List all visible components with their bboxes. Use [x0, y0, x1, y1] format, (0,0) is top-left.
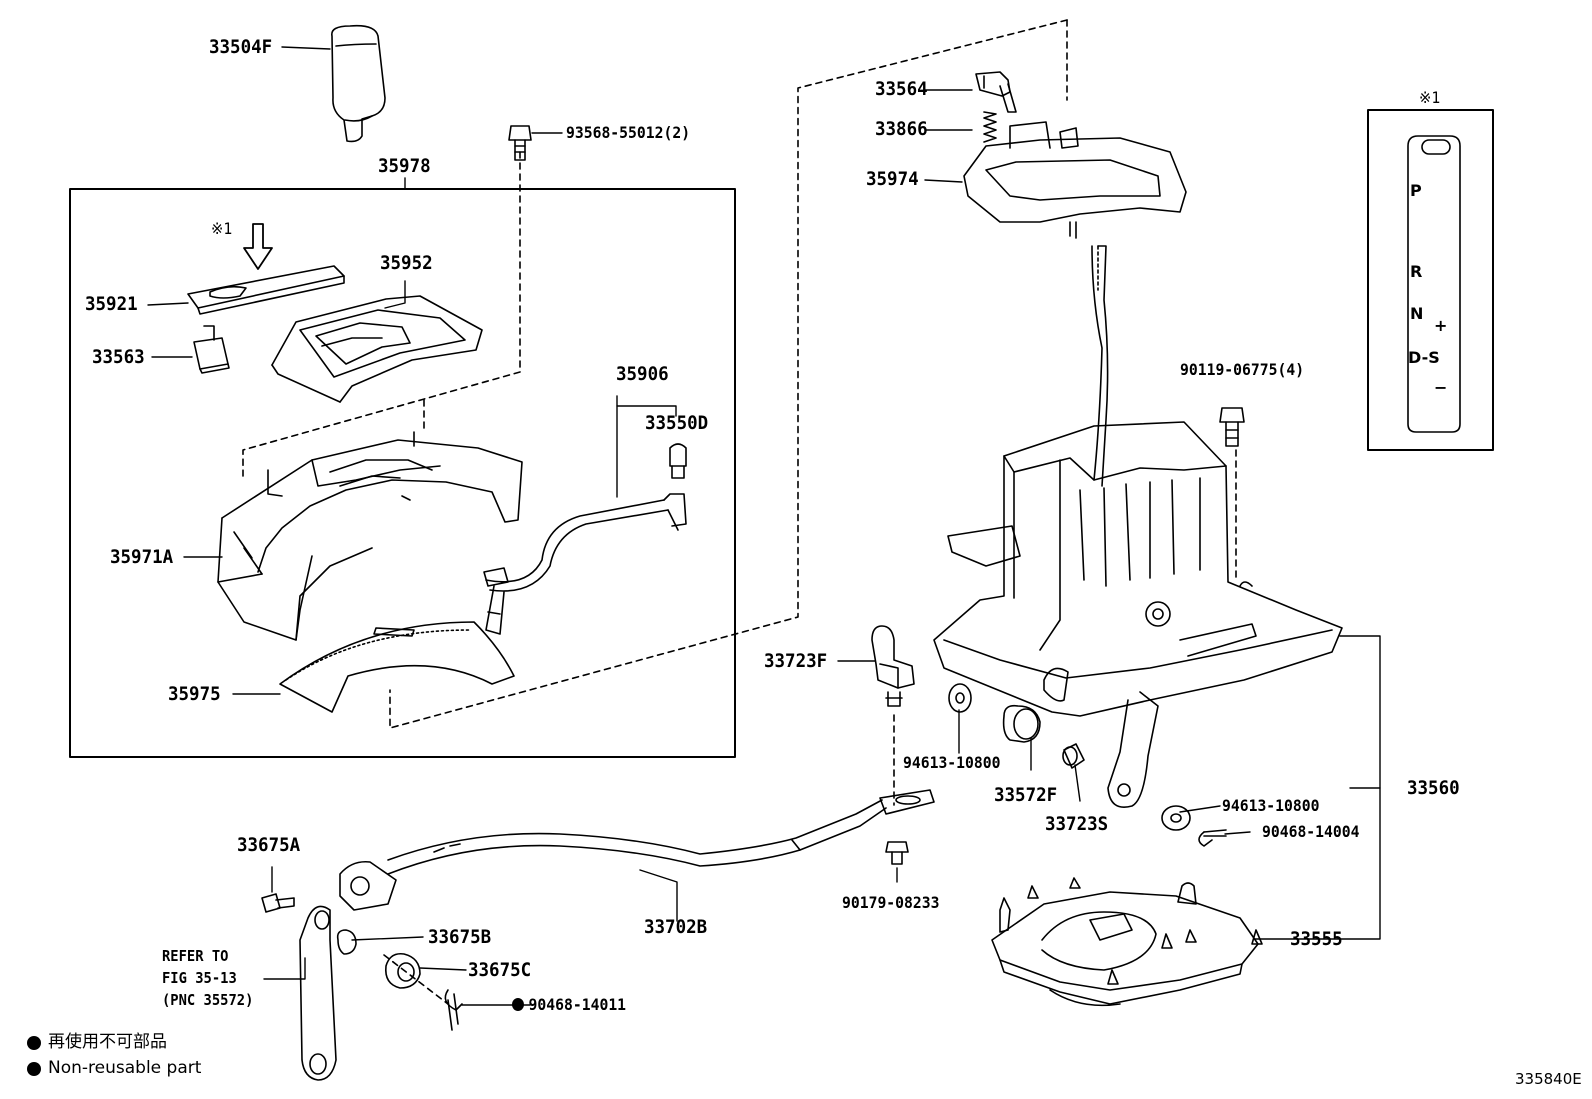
washer-94613-b: [1161, 805, 1191, 831]
part-label-33866: 33866: [875, 118, 928, 140]
reference-note: REFER TO FIG 35-13 (PNC 35572): [162, 945, 253, 1011]
part-label-35921: 35921: [85, 293, 138, 315]
retainer-90179: [885, 841, 909, 865]
shift-lever-base-33560: [933, 421, 1343, 808]
console-housing-35971A: [217, 431, 523, 641]
shift-lever-shaft: [1091, 245, 1109, 487]
part-label-90468-14004: 90468-14004: [1262, 822, 1360, 841]
gate-position-minus: −: [1434, 378, 1448, 397]
part-label-90179-08233: 90179-08233: [842, 893, 940, 912]
part-label-33675A: 33675A: [237, 834, 301, 856]
note-mark-inner: ※1: [211, 219, 233, 238]
reference-line-2: FIG 35-13: [162, 969, 237, 987]
part-label-35978: 35978: [378, 155, 431, 177]
washer-94613-a: [948, 683, 972, 713]
part-label-33550D: 33550D: [645, 412, 709, 434]
part-label-33723F: 33723F: [764, 650, 828, 672]
part-label-33563: 33563: [92, 346, 145, 368]
bushing-33675C: [384, 952, 421, 989]
reference-line-1: REFER TO: [162, 947, 229, 965]
reference-line-3: (PNC 35572): [162, 991, 254, 1009]
indicator-arrow: [243, 223, 273, 270]
figure-code: 335840E: [1515, 1070, 1582, 1088]
bolt-33675A: [261, 893, 295, 913]
control-cable-33702B: [339, 789, 935, 911]
gate-position-n: N: [1410, 304, 1424, 323]
legend-bullet-en: [27, 1062, 41, 1076]
gate-position-ds: D-S: [1408, 348, 1440, 367]
shift-boot-35975: [279, 621, 515, 713]
part-label-33675C: 33675C: [468, 959, 532, 981]
position-indicator-housing: [271, 295, 483, 403]
base-plate-33555: [991, 877, 1263, 1007]
bolt-90119: [1219, 407, 1245, 447]
legend-text-jp: 再使用不可部品: [48, 1032, 167, 1052]
bushing-33572F: [1002, 704, 1041, 743]
part-label-93568-55012: 93568-55012(2): [566, 123, 691, 142]
clip-90468-14004: [1198, 829, 1227, 847]
non-reusable-mark: [512, 998, 524, 1011]
note-mark-inset: ※1: [1419, 88, 1441, 107]
part-label-33572F: 33572F: [994, 784, 1058, 806]
legend-text-en: Non-reusable part: [48, 1058, 202, 1078]
part-label-35971A: 35971A: [110, 546, 174, 568]
part-label-35906: 35906: [616, 363, 669, 385]
part-number-90468-14011: 90468-14011: [528, 995, 627, 1014]
bushing-33675B: [336, 929, 357, 955]
part-label-35975: 35975: [168, 683, 221, 705]
part-label-90119-06775: 90119-06775(4): [1180, 360, 1305, 379]
gate-position-p: P: [1410, 181, 1422, 200]
spring-33866: [983, 111, 997, 143]
part-label-33723S: 33723S: [1045, 813, 1109, 835]
bolt-93568: [508, 125, 532, 161]
assembly-frame: [69, 188, 736, 758]
shift-gate-inset: [1407, 135, 1461, 433]
wire-harness-35906: [483, 493, 687, 635]
legend-bullet-jp: [27, 1036, 41, 1050]
collar-33723S: [1062, 743, 1085, 769]
dashed-assembly-lines: [242, 19, 1237, 1005]
leader-lines: [147, 46, 1381, 1006]
gate-position-r: R: [1410, 262, 1423, 281]
clip-90468-14011: [444, 989, 463, 1031]
part-label-33564: 33564: [875, 78, 928, 100]
bulb-33550D: [669, 443, 687, 479]
part-label-33675B: 33675B: [428, 926, 492, 948]
part-label-94613-10800-b: 94613-10800: [1222, 796, 1320, 815]
bulb-socket-33563: [193, 325, 230, 374]
gate-inset-frame: [1367, 109, 1494, 451]
upper-cover-35974: [963, 121, 1187, 239]
shift-knob: [331, 24, 386, 143]
part-label-33702B: 33702B: [644, 916, 708, 938]
lock-lever-33564: [975, 71, 1017, 113]
transmission-lever: [299, 905, 337, 1081]
part-label-33560: 33560: [1407, 777, 1460, 799]
bracket-33723F: [871, 625, 915, 707]
indicator-plate: [187, 265, 345, 315]
part-label-90468-14011: 90468-14011: [512, 997, 626, 1013]
part-label-35974: 35974: [866, 168, 919, 190]
part-label-33555: 33555: [1290, 928, 1343, 950]
part-label-35952: 35952: [380, 252, 433, 274]
gate-position-plus: +: [1434, 316, 1448, 335]
part-label-33504F: 33504F: [209, 36, 273, 58]
part-label-94613-10800-a: 94613-10800: [903, 753, 1001, 772]
